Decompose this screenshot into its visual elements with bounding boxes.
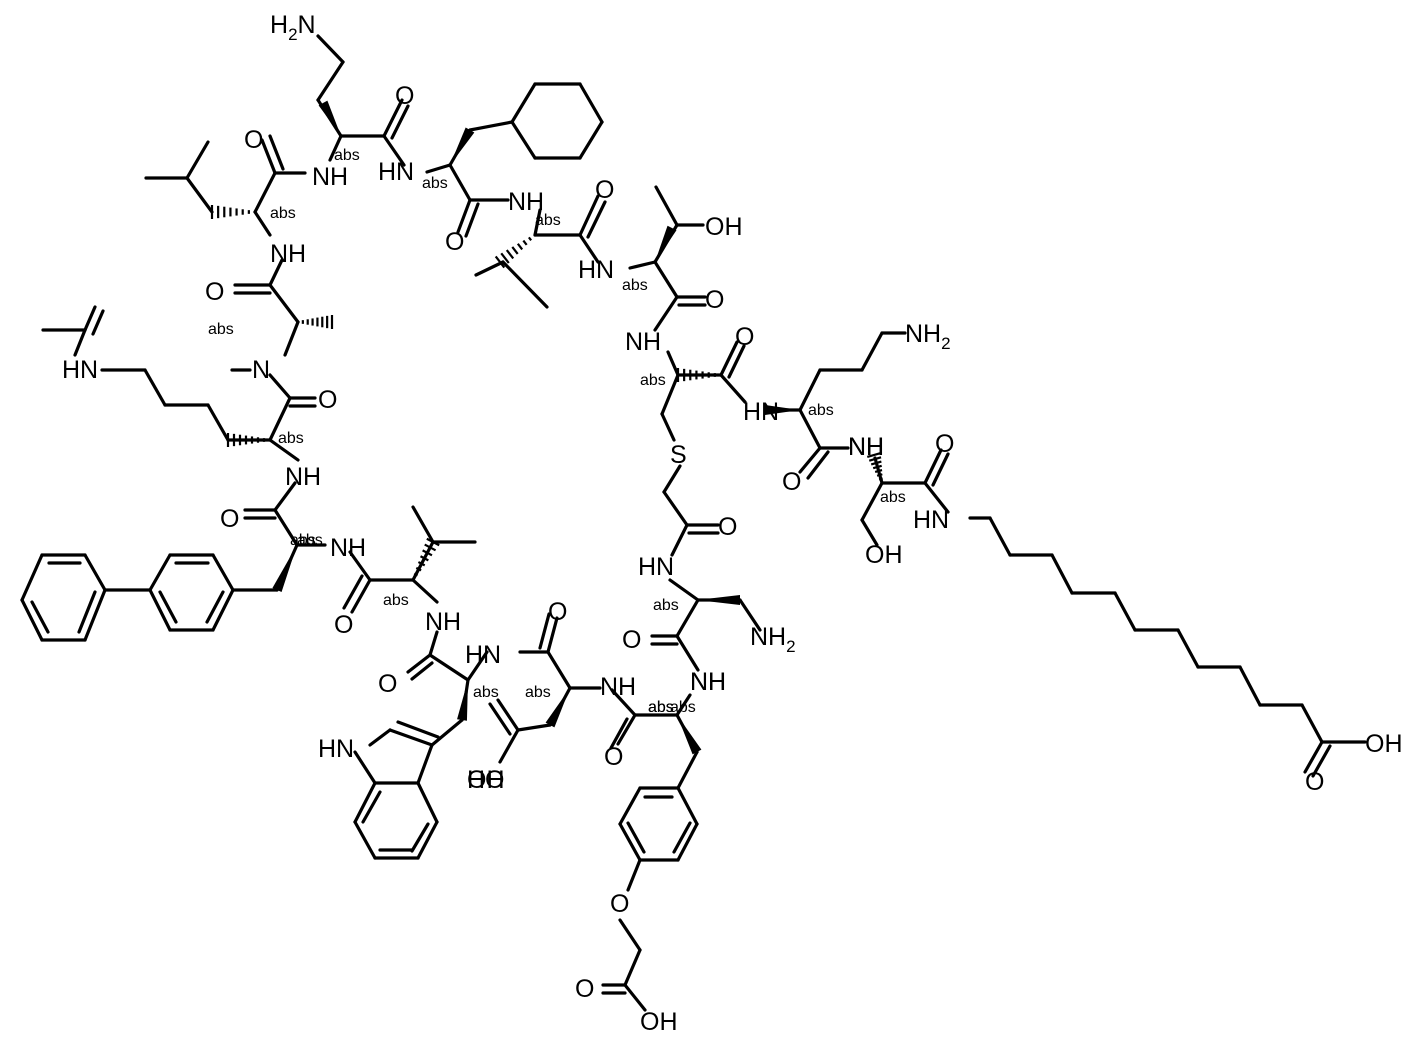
oxygen-label: O [244,126,263,154]
abs-label: abs [622,277,648,294]
wedge-bond [457,680,468,721]
nh-label: NH [330,534,366,562]
hn-label: HN [578,256,614,284]
abs-label: abs [383,592,409,609]
hash-bond-stroke [529,237,531,240]
hn-label: HN [638,553,674,581]
hash-bond-stroke [877,474,882,475]
abs-label: abs [525,684,551,701]
oxygen-label: O [718,513,737,541]
oxygen-label: O [935,430,954,458]
oxygen-label: O [548,598,567,626]
oxygen-label: O [622,626,641,654]
abs-label: abs [278,430,304,447]
oxygen-label: O [705,286,724,314]
abs-label: abs [670,699,696,716]
nh-label: NH [690,668,726,696]
oxygen-label: O [378,670,397,698]
nh2-label: NH2 [750,623,796,656]
abs-label: abs [648,699,674,716]
nh-label: NH [312,163,348,191]
nh-label: NH [270,240,306,268]
oh-label: OH [865,541,903,569]
abs-label: abs [422,175,448,192]
abs-label: abs [334,147,360,164]
hn-label: HN [743,398,779,426]
abs-label: abs [880,489,906,506]
oxygen-label: O [595,176,614,204]
h2n-label: H2N [270,11,316,44]
stereo-bond-layer [212,101,883,755]
oh-label: OH [1365,730,1403,758]
hash-bond-stroke [507,250,513,258]
hn-label: HN [318,735,354,763]
oxygen-label: O [334,611,353,639]
abs-label: abs [270,205,296,222]
abs-label: abs [808,402,834,419]
hn-label: HN [62,356,98,384]
oxygen-label: O [610,890,629,918]
hash-bond-stroke [873,466,882,468]
hash-bond-stroke [523,241,526,245]
abs-label: abs [208,321,234,338]
hn-label: HN [378,158,414,186]
oxygen-label: O [318,386,337,414]
hash-bond-stroke [871,462,881,465]
oxygen-label: O [1305,768,1324,796]
oh-label: OH [640,1008,678,1036]
wedge-bond [697,595,740,605]
hash-bond-stroke [512,247,517,254]
nh-label: NH [425,608,461,636]
oxygen-label: O [205,278,224,306]
hash-bond-stroke [875,470,882,472]
sulfur-label: S [670,441,687,469]
nh2-label: NH2 [905,320,951,353]
oxygen-label: O [575,975,594,1003]
wedge-bond [272,545,297,592]
oxygen-label: O [735,323,754,351]
nh-label: NH [285,463,321,491]
oh-label: OH [705,213,743,241]
abs-label: abs [640,372,666,389]
hash-bond-stroke [518,244,522,250]
wedge-bond [319,101,341,136]
oxygen-label: O [395,82,414,110]
abs-label: abs [473,684,499,701]
wedge-bond [450,128,474,165]
oxygen-label: O [604,743,623,771]
nh-label: NH [508,188,544,216]
hn-label: HN [465,641,501,669]
abs-label: abs [297,532,323,549]
oxygen-label: O [782,468,801,496]
hn-label: HN [913,506,949,534]
nitrogen-label: N [252,356,270,384]
oxygen-label: O [445,228,464,256]
nh-label: NH [848,433,884,461]
oxygen-label: O [220,505,239,533]
hash-bond-stroke [414,574,417,576]
ho-label: HO [467,766,505,794]
atom-label-layer: H2N O NH HN abs abs abs O NH abs NH abs … [62,11,1403,1036]
nh-label: NH [625,328,661,356]
wedge-bond [655,226,676,262]
wedge-bond [677,715,701,754]
nh-label: NH [600,673,636,701]
hash-bond-stroke [879,478,883,479]
abs-label: abs [653,597,679,614]
